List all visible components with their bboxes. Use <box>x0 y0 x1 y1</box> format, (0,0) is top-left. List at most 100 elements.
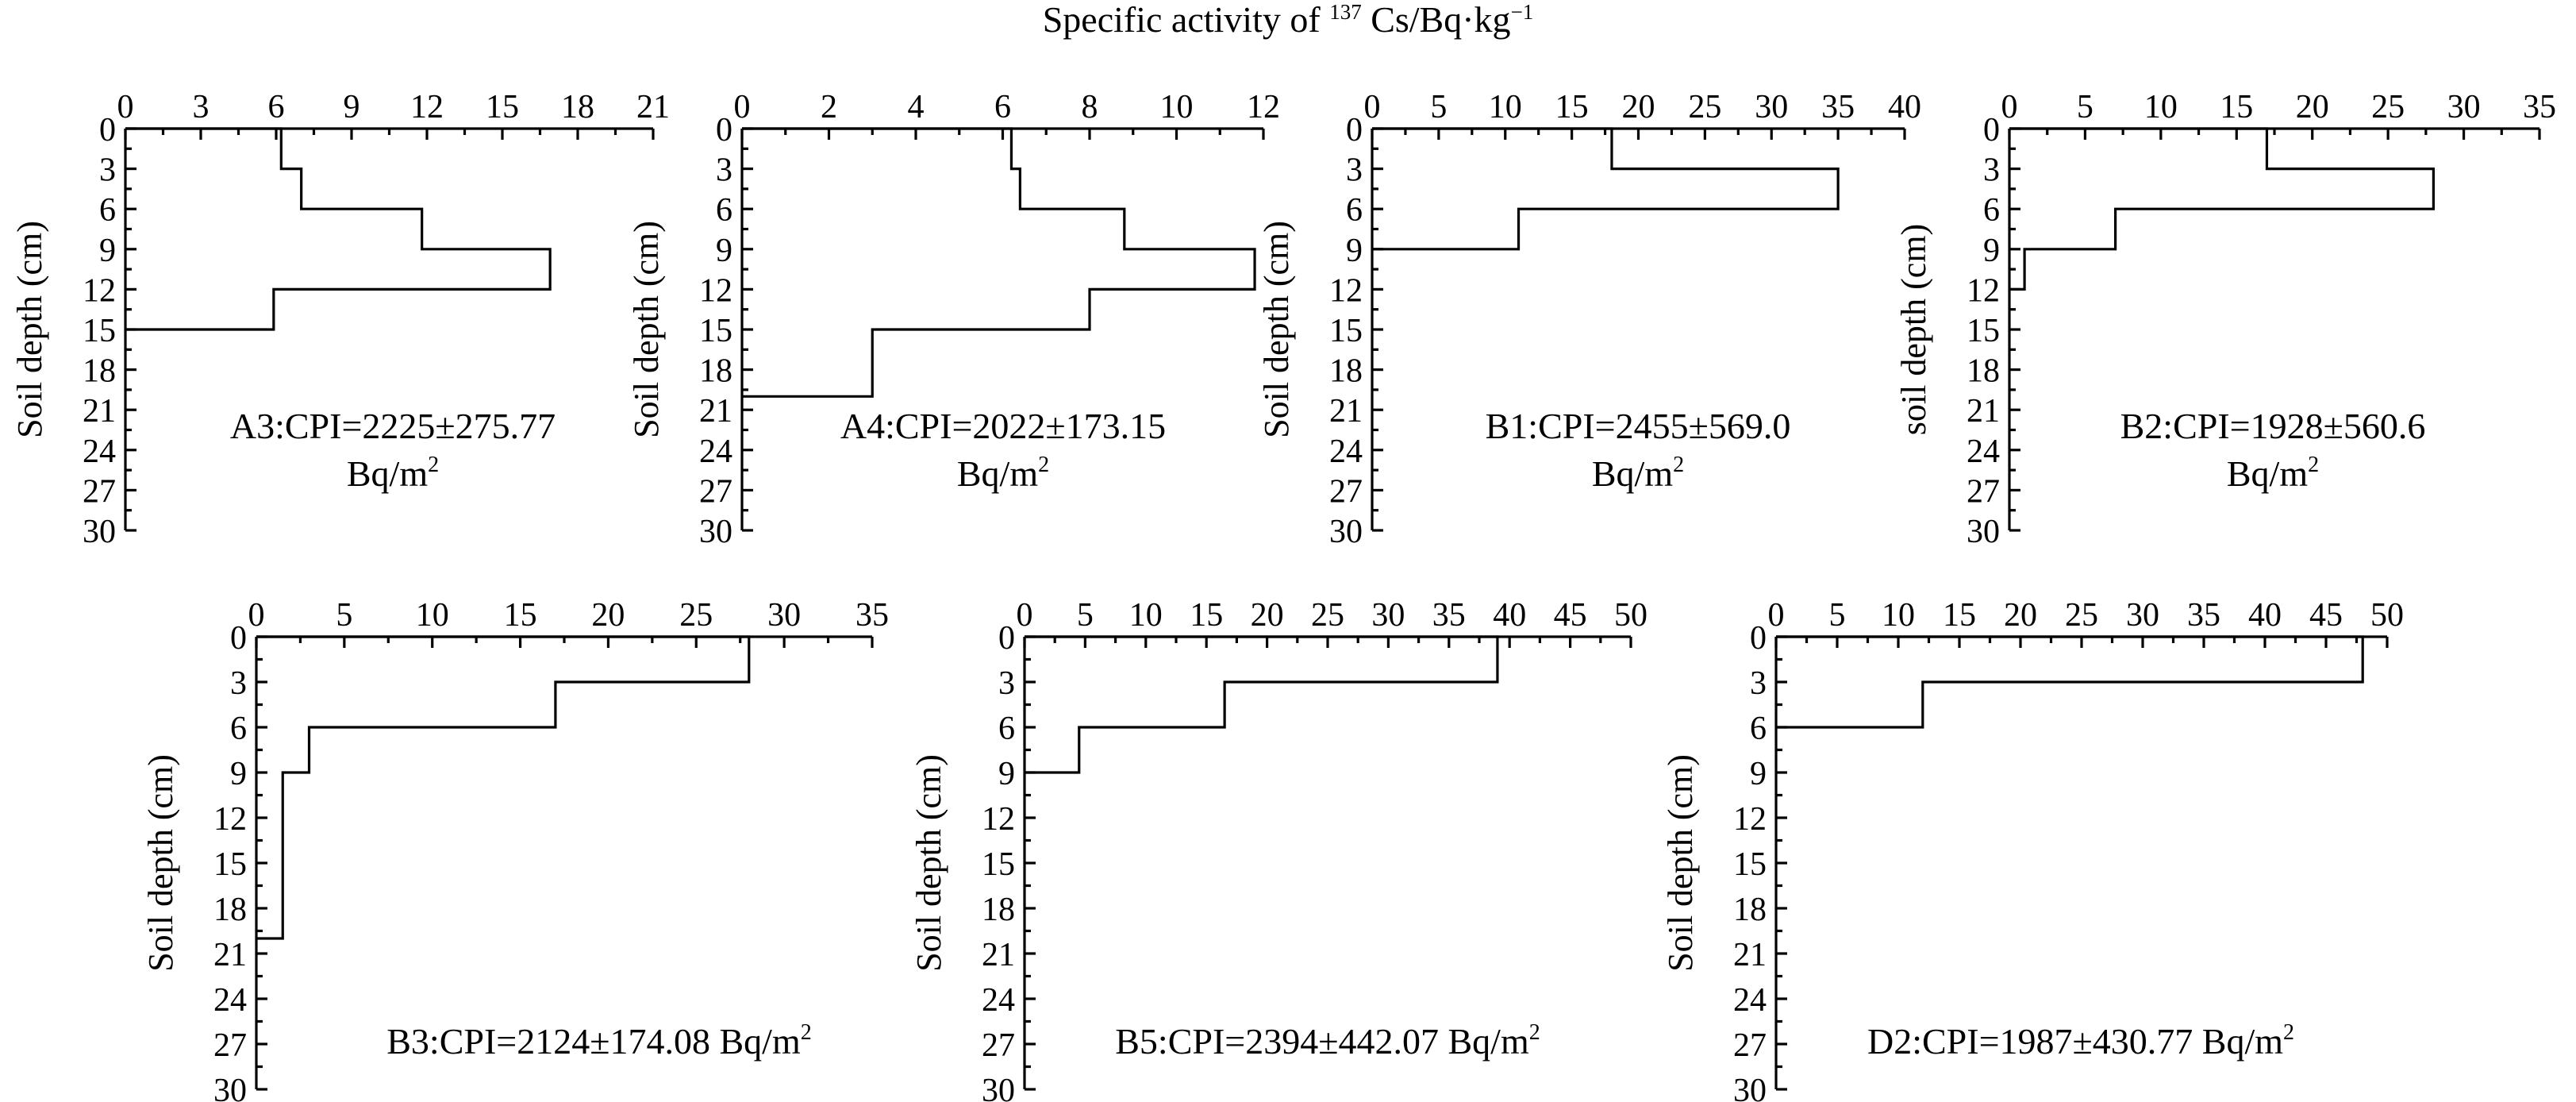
x-tick-label: 10 <box>1160 89 1194 125</box>
x-tick-label: 3 <box>193 89 210 125</box>
cpi-unit: Bq/m2 <box>1592 453 1684 494</box>
cpi-annotation: B2:CPI=1928±560.6 <box>2120 406 2426 446</box>
x-tick-label: 45 <box>2309 597 2343 634</box>
x-tick-label: 20 <box>2296 89 2329 125</box>
x-tick-label: 5 <box>2077 89 2093 125</box>
y-tick-label: 18 <box>982 892 1015 928</box>
x-tick-label: 5 <box>336 597 352 634</box>
y-tick-label: 6 <box>998 711 1015 747</box>
y-tick-label: 3 <box>99 152 116 189</box>
x-tick-label: 15 <box>1943 597 1976 634</box>
x-tick-label: 0 <box>1017 597 1033 634</box>
x-tick-label: 25 <box>1311 597 1344 634</box>
y-tick-label: 30 <box>213 1073 247 1102</box>
x-tick-label: 20 <box>2004 597 2037 634</box>
y-tick-label: 18 <box>213 892 247 928</box>
y-tick-label: 30 <box>83 514 116 550</box>
cpi-annotation: B3:CPI=2124±174.08 Bq/m2 <box>386 1020 811 1062</box>
y-tick-label: 6 <box>230 711 247 747</box>
y-tick-label: 27 <box>699 473 732 510</box>
x-tick-label: 15 <box>504 597 537 634</box>
cpi-unit: Bq/m2 <box>347 453 439 494</box>
y-tick-label: 27 <box>83 473 116 510</box>
y-tick-label: 15 <box>213 846 247 883</box>
y-tick-label: 9 <box>1983 233 2000 269</box>
x-tick-label: 0 <box>1364 89 1381 125</box>
y-tick-label: 6 <box>1983 192 2000 229</box>
x-tick-label: 5 <box>1430 89 1447 125</box>
x-tick-label: 35 <box>855 597 889 634</box>
y-tick-label: 6 <box>716 192 732 229</box>
y-tick-label: 18 <box>1329 353 1363 390</box>
y-tick-label: 15 <box>982 846 1015 883</box>
x-tick-label: 30 <box>1371 597 1405 634</box>
y-tick-label: 0 <box>998 620 1015 657</box>
y-tick-label: 9 <box>99 233 116 269</box>
y-tick-label: 18 <box>1733 892 1767 928</box>
figure-title-suffix: Cs/Bq·kg <box>1362 0 1511 40</box>
y-axis-label: Soil depth (cm) <box>141 754 180 972</box>
x-tick-label: 20 <box>1251 597 1284 634</box>
x-tick-label: 25 <box>2065 597 2098 634</box>
y-tick-label: 18 <box>699 353 732 390</box>
x-tick-label: 0 <box>117 89 134 125</box>
y-tick-label: 12 <box>83 272 116 309</box>
y-tick-label: 9 <box>716 233 732 269</box>
x-tick-label: 6 <box>268 89 285 125</box>
x-tick-label: 30 <box>1755 89 1788 125</box>
x-tick-label: 15 <box>1190 597 1223 634</box>
x-tick-label: 45 <box>1554 597 1587 634</box>
y-tick-label: 27 <box>1329 473 1363 510</box>
x-tick-label: 30 <box>2126 597 2159 634</box>
y-tick-label: 12 <box>1733 801 1767 838</box>
profile-d2-line <box>1776 635 2364 729</box>
y-tick-label: 21 <box>982 937 1015 973</box>
y-tick-label: 21 <box>1733 937 1767 973</box>
y-tick-label: 27 <box>213 1027 247 1064</box>
cpi-annotation: D2:CPI=1987±430.77 Bq/m2 <box>1867 1020 2294 1062</box>
profile-b3-line <box>256 635 751 940</box>
x-tick-label: 10 <box>416 597 449 634</box>
x-tick-label: 18 <box>561 89 594 125</box>
x-tick-label: 15 <box>2220 89 2253 125</box>
y-tick-label: 21 <box>699 393 732 430</box>
y-axis-label: Soil depth (cm) <box>10 221 49 438</box>
figure-title: Specific activity of 137 Cs/Bq·kg−1 <box>1043 0 1534 40</box>
y-tick-label: 18 <box>1967 353 2000 390</box>
y-tick-label: 0 <box>230 620 247 657</box>
x-tick-label: 0 <box>248 597 265 634</box>
y-tick-label: 30 <box>1329 514 1363 550</box>
cpi-annotation: A4:CPI=2022±173.15 <box>840 406 1166 446</box>
y-axis-label: soil depth (cm) <box>1894 224 1933 435</box>
x-tick-label: 35 <box>1432 597 1466 634</box>
profile-b2-line <box>2009 127 2435 291</box>
cpi-annotation: B1:CPI=2455±569.0 <box>1486 406 1791 446</box>
x-tick-label: 20 <box>591 597 625 634</box>
x-tick-label: 10 <box>1489 89 1522 125</box>
y-tick-label: 3 <box>1750 665 1767 702</box>
y-tick-label: 30 <box>982 1073 1015 1102</box>
y-tick-label: 15 <box>83 313 116 349</box>
y-tick-label: 21 <box>1967 393 2000 430</box>
x-tick-label: 4 <box>908 89 925 125</box>
x-tick-label: 35 <box>1821 89 1855 125</box>
x-tick-label: 40 <box>1493 597 1526 634</box>
y-tick-label: 27 <box>1967 473 2000 510</box>
x-tick-label: 25 <box>679 597 713 634</box>
cpi-unit: Bq/m2 <box>957 453 1049 494</box>
x-tick-label: 10 <box>2144 89 2178 125</box>
y-tick-label: 3 <box>1346 152 1363 189</box>
y-axis-label: Soil depth (cm) <box>909 754 948 972</box>
y-tick-label: 0 <box>1983 112 2000 148</box>
y-tick-label: 24 <box>1329 433 1363 470</box>
x-tick-label: 40 <box>1888 89 1921 125</box>
x-tick-label: 9 <box>344 89 360 125</box>
y-tick-label: 24 <box>83 433 116 470</box>
y-tick-label: 0 <box>99 112 116 148</box>
cpi-annotation: A3:CPI=2225±275.77 <box>230 406 556 446</box>
y-tick-label: 12 <box>982 801 1015 838</box>
